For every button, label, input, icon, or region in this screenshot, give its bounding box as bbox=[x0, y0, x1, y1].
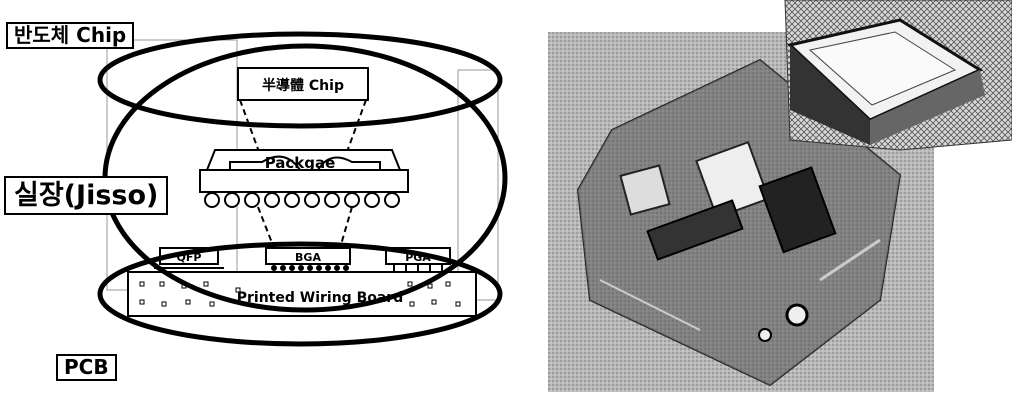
jisso-label: 실장(Jisso) bbox=[4, 176, 168, 215]
board-label: Printed Wiring Board bbox=[237, 290, 403, 306]
socket-closeup-photo bbox=[785, 0, 1012, 150]
package-body bbox=[200, 170, 408, 192]
bga-label: BGA bbox=[295, 251, 321, 264]
chip-label: 반도체 Chip bbox=[6, 22, 134, 49]
projection-line bbox=[258, 207, 274, 248]
solder-balls bbox=[205, 193, 399, 207]
chip-inner-label: 半導體 Chip bbox=[262, 77, 344, 94]
pga-pins bbox=[394, 264, 442, 272]
bga-balls bbox=[271, 265, 349, 271]
package-label: Packgae bbox=[265, 154, 336, 172]
projection-line bbox=[340, 207, 352, 248]
pcb-label: PCB bbox=[56, 354, 117, 381]
